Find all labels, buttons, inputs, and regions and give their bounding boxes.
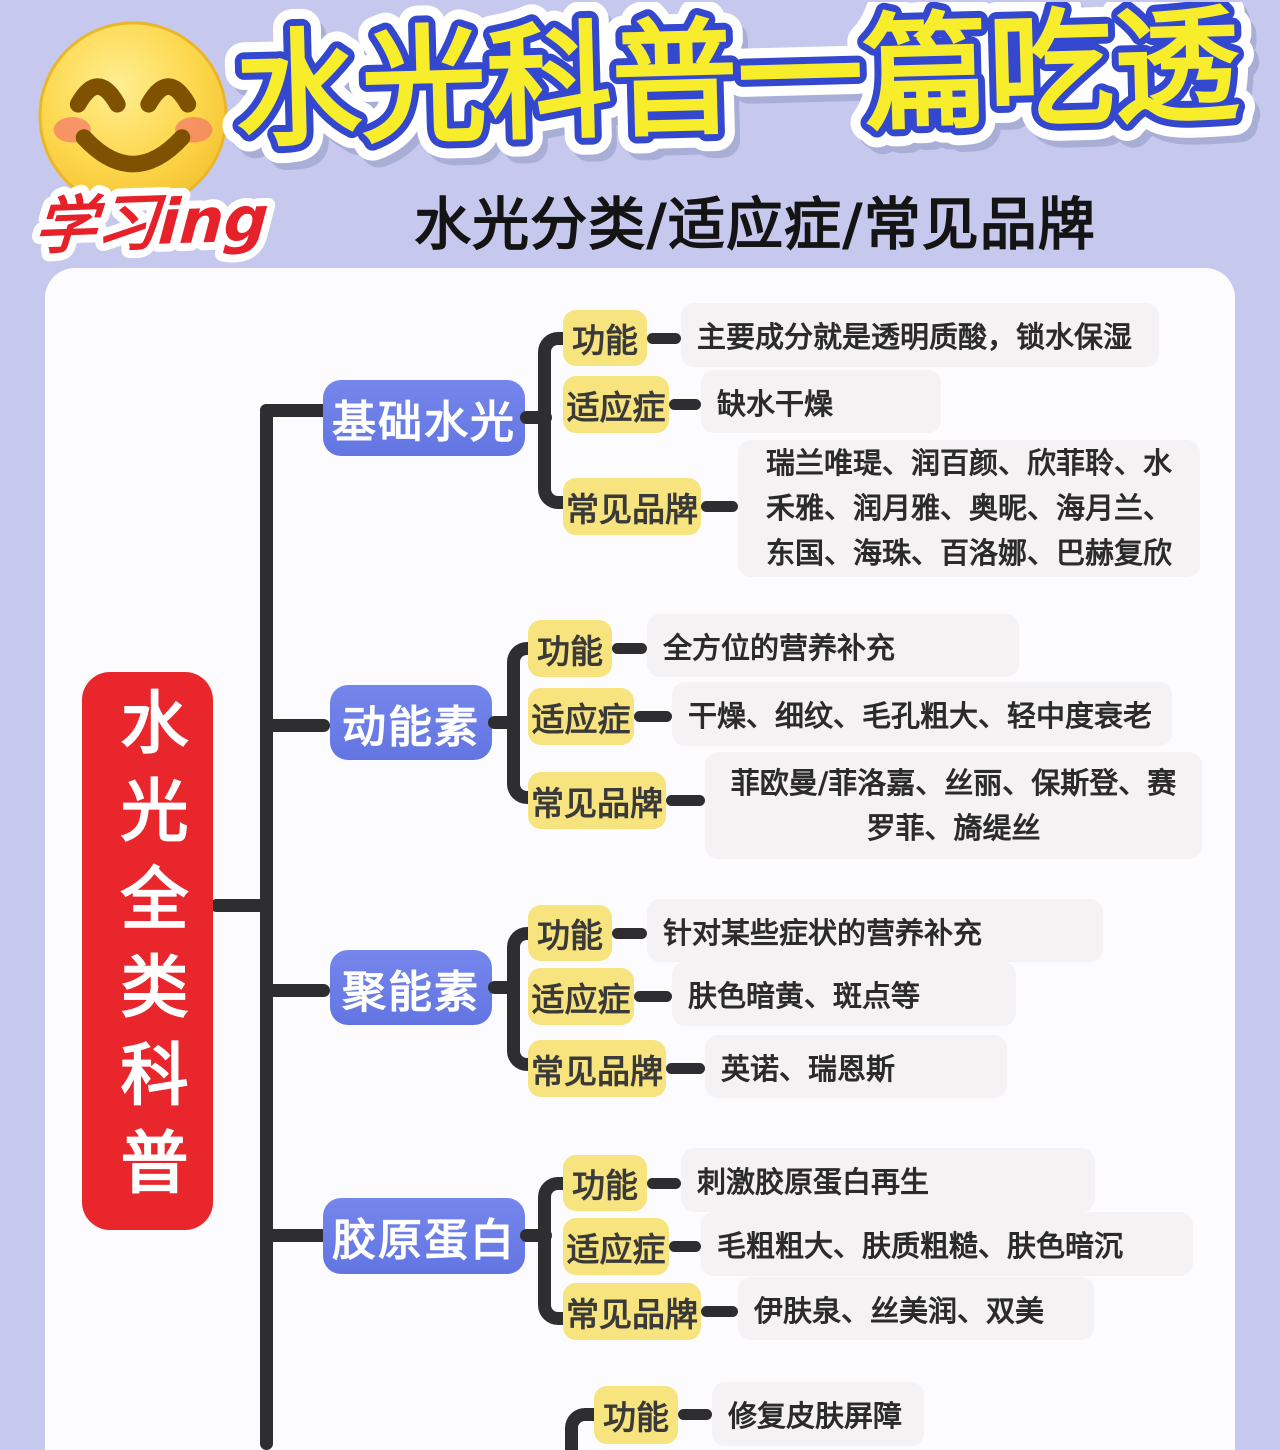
s4-function-box: 刺激胶原蛋白再生: [681, 1148, 1095, 1212]
s1-function-label: 功能: [563, 310, 647, 366]
subtitle: 水光分类/适应症/常见品牌: [414, 192, 1096, 258]
s1-brands-dash: [701, 501, 738, 512]
s3-function-text: 针对某些症状的营养补充: [663, 915, 983, 950]
s4-indication-label: 适应症: [563, 1218, 669, 1275]
s5-function-label: 功能: [594, 1386, 678, 1444]
s2-indication-label-text: 适应症: [531, 699, 631, 739]
study-badge-text: 学习ing: [32, 182, 271, 263]
s3-brands-box: 英诺、瑞恩斯: [705, 1035, 1007, 1098]
s1-indication-label-text: 适应症: [566, 387, 666, 427]
root-node-label: 水光全类科普: [108, 687, 187, 1215]
s4-function-text: 刺激胶原蛋白再生: [697, 1165, 930, 1199]
s2-indication-text: 干燥、细纹、毛孔粗大、轻中度衰老: [688, 699, 1153, 733]
s2-brands-dash: [666, 795, 705, 806]
s1-brands-label-text: 常见品牌: [566, 489, 698, 529]
s5-function-box: 修复皮肤屏障: [712, 1382, 924, 1446]
s1-indication-dash: [669, 399, 701, 410]
s3-indication-label-text: 适应症: [531, 979, 631, 1019]
s2-brands-box: 菲欧曼/菲洛嘉、丝丽、保斯登、赛罗菲、旖缇丝: [705, 752, 1202, 859]
s4-brands-label-text: 常见品牌: [566, 1294, 698, 1334]
s1-brands-label: 常见品牌: [563, 478, 701, 535]
s2-function-dash: [612, 643, 647, 654]
trunk-line: [260, 404, 273, 1450]
s3-indication-text: 肤色暗黄、斑点等: [688, 979, 921, 1013]
branch-connector-1: [260, 404, 330, 417]
main-title-text: 水光科普一篇吃透: [234, 2, 1242, 165]
s3-brands-text: 英诺、瑞恩斯: [721, 1051, 896, 1086]
s2-indication-box: 干燥、细纹、毛孔粗大、轻中度衰老: [672, 682, 1172, 746]
branch-connector-4: [260, 1229, 330, 1242]
s4-brands-text: 伊肤泉、丝美润、双美: [754, 1293, 1045, 1328]
s4-indication-dash: [669, 1241, 701, 1252]
s4-elbow-up: [538, 1177, 568, 1243]
s2-function-label: 功能: [528, 620, 612, 677]
study-badge: 学习ing 学习ing: [24, 174, 279, 271]
s4-function-label-text: 功能: [572, 1166, 638, 1205]
s2-function-text: 全方位的营养补充: [663, 630, 896, 665]
s4-indication-label-text: 适应症: [566, 1229, 666, 1269]
section-node-4: 胶原蛋白: [323, 1198, 525, 1274]
s3-function-box: 针对某些症状的营养补充: [647, 899, 1103, 962]
s4-brands-label: 常见品牌: [563, 1283, 701, 1340]
s3-function-dash: [612, 928, 647, 939]
section-node-3-label: 聚能素: [342, 966, 480, 1018]
main-title-shadow: 水光科普一篇吃透: [240, 2, 1248, 173]
s4-brands-box: 伊肤泉、丝美润、双美: [738, 1277, 1094, 1340]
smiling-face-emoji-icon: [38, 21, 228, 211]
s4-indication-box: 毛粗粗大、肤质粗糙、肤色暗沉: [701, 1212, 1193, 1276]
section-node-2-label: 动能素: [342, 701, 480, 753]
s3-brands-label: 常见品牌: [528, 1040, 666, 1097]
s1-brands-text: 瑞兰唯瑅、润百颜、欣菲聆、水禾雅、润月雅、奥昵、海月兰、东国、海珠、百洛娜、巴赫…: [765, 446, 1172, 570]
s1-function-dash: [647, 333, 681, 344]
s2-brands-text: 菲欧曼/菲洛嘉、丝丽、保斯登、赛罗菲、旖缇丝: [730, 765, 1177, 845]
s3-indication-box: 肤色暗黄、斑点等: [672, 962, 1016, 1026]
s3-brands-label-text: 常见品牌: [531, 1051, 663, 1091]
section-node-3: 聚能素: [330, 950, 492, 1025]
s1-function-box: 主要成分就是透明质酸，锁水保湿: [681, 303, 1159, 367]
root-node: 水光全类科普: [82, 672, 213, 1230]
s4-function-dash: [647, 1178, 681, 1189]
s4-indication-text: 毛粗粗大、肤质粗糙、肤色暗沉: [717, 1229, 1124, 1263]
s1-function-label-text: 功能: [572, 321, 638, 360]
s2-function-box: 全方位的营养补充: [647, 614, 1019, 677]
branch-connector-2: [260, 719, 330, 732]
s1-indication-box: 缺水干燥: [701, 370, 941, 433]
s2-brands-label-text: 常见品牌: [531, 783, 663, 823]
s1-function-text: 主要成分就是透明质酸，锁水保湿: [697, 320, 1133, 354]
study-badge-outline: 学习ing: [32, 182, 271, 263]
s3-function-label: 功能: [528, 905, 612, 961]
s4-brands-dash: [701, 1306, 738, 1317]
branch-connector-3: [260, 984, 330, 997]
s5-function-dash: [678, 1409, 712, 1420]
s4-elbow-down: [538, 1229, 568, 1325]
section-node-1: 基础水光: [323, 380, 525, 456]
section-node-1-label: 基础水光: [332, 397, 516, 448]
section-node-2: 动能素: [330, 685, 492, 760]
s2-indication-dash: [634, 711, 672, 722]
s5-function-text: 修复皮肤屏障: [728, 1399, 903, 1433]
s3-function-label-text: 功能: [537, 916, 603, 955]
s2-indication-label: 适应症: [528, 688, 634, 745]
s2-brands-label: 常见品牌: [528, 772, 666, 829]
s1-indication-label: 适应症: [563, 376, 669, 433]
s5-function-label-text: 功能: [603, 1398, 669, 1437]
s2-function-label-text: 功能: [537, 631, 603, 671]
s1-indication-text: 缺水干燥: [717, 386, 834, 421]
s3-indication-dash: [634, 991, 672, 1002]
root-connector: [210, 899, 266, 912]
s4-function-label: 功能: [563, 1155, 647, 1211]
s5-elbow-up: [565, 1408, 595, 1450]
s3-indication-label: 适应症: [528, 968, 634, 1025]
s3-brands-dash: [666, 1063, 705, 1074]
s1-elbow-up: [538, 332, 568, 425]
section-node-4-label: 胶原蛋白: [332, 1215, 516, 1266]
s1-brands-box: 瑞兰唯瑅、润百颜、欣菲聆、水禾雅、润月雅、奥昵、海月兰、东国、海珠、百洛娜、巴赫…: [738, 440, 1200, 577]
main-title: 水光科普一篇吃透 水光科普一篇吃透 水光科普一篇吃透: [217, 2, 1264, 189]
